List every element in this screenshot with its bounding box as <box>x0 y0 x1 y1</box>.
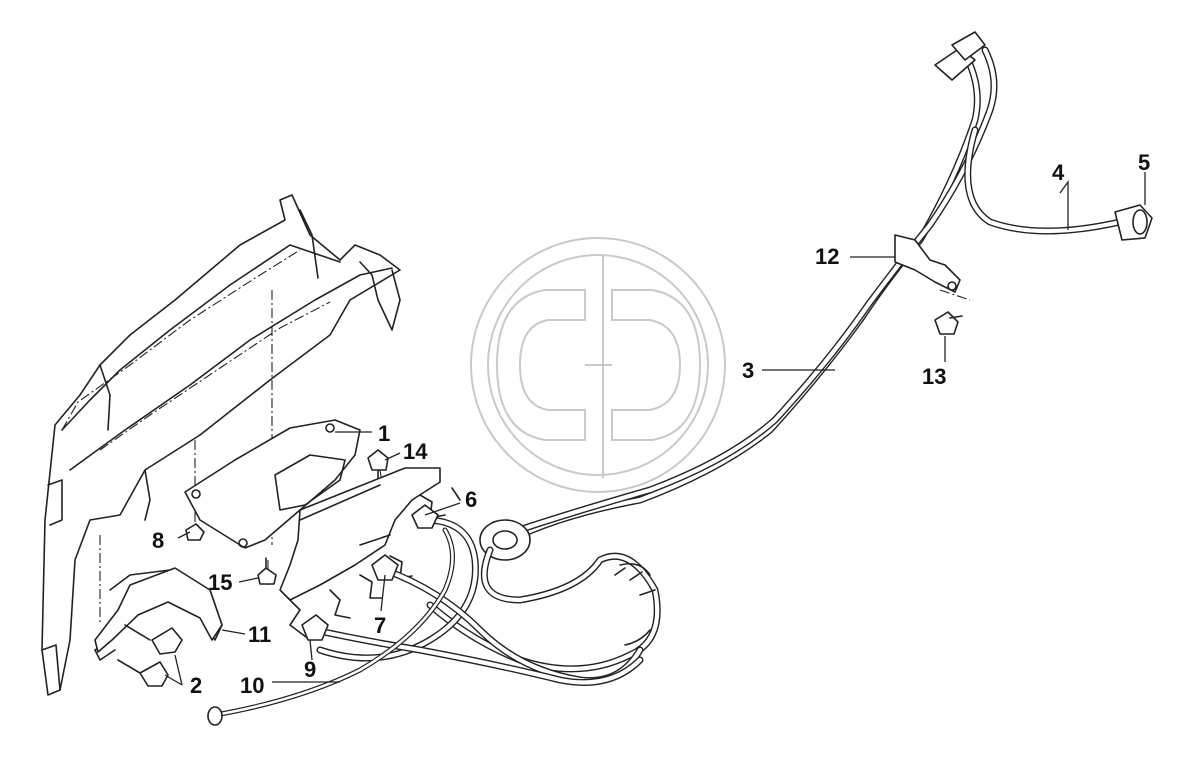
hose-9 <box>301 614 644 686</box>
bolt-15 <box>257 557 277 585</box>
callout-9: 9 <box>304 657 316 682</box>
small-bracket <box>94 567 223 653</box>
hose-7 <box>371 554 644 685</box>
hidden-lines <box>61 249 971 625</box>
callout-labels: 1 2 3 4 5 6 7 8 9 10 11 12 13 14 15 <box>152 150 1150 698</box>
callout-13: 13 <box>922 364 946 389</box>
fitting-5 <box>1114 204 1153 241</box>
callout-2: 2 <box>190 673 202 698</box>
clamp-12 <box>894 234 961 293</box>
bolt-13 <box>934 311 963 335</box>
hose-10 <box>207 527 455 726</box>
callout-10: 10 <box>240 673 264 698</box>
callout-14: 14 <box>403 439 428 464</box>
callout-7: 7 <box>374 613 386 638</box>
leader-lines <box>164 172 1146 686</box>
callout-11: 11 <box>248 622 271 647</box>
callout-5: 5 <box>1138 150 1150 175</box>
bolt-8 <box>185 523 205 541</box>
callout-12: 12 <box>815 244 839 269</box>
callout-8: 8 <box>152 528 164 553</box>
brand-logo-icon <box>470 237 726 493</box>
callout-3: 3 <box>742 358 754 383</box>
mounting-plate <box>184 419 361 549</box>
bolts-2 <box>117 624 183 687</box>
callout-15: 15 <box>208 570 232 595</box>
hose-3 <box>506 31 998 544</box>
hose-4 <box>964 126 1124 235</box>
bolt-14 <box>367 449 389 483</box>
callout-4: 4 <box>1052 160 1065 185</box>
callout-6: 6 <box>465 487 477 512</box>
callout-1: 1 <box>378 421 390 446</box>
